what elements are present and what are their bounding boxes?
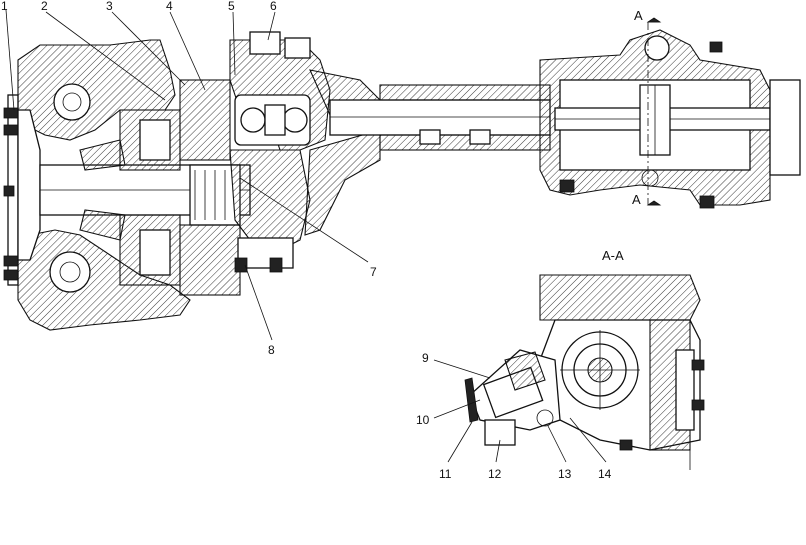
bolt-head [3,255,19,267]
callout-8: 8 [268,343,275,357]
side-bearing [675,349,695,431]
section-mark-bottom: A [632,192,641,207]
tube-wall-lower [379,134,551,151]
callout-14: 14 [598,467,612,481]
leader-lines [5,9,607,463]
tapered-bearing-upper [79,139,126,171]
callout-10: 10 [416,413,430,427]
knuckle-lower [229,149,311,251]
callout-2: 2 [41,0,48,13]
bolt-head [3,185,15,197]
main-section-view [3,17,801,331]
callout-4: 4 [166,0,173,13]
gear-block-lower [179,224,241,296]
callout-1: 1 [1,0,8,13]
bearing-ring-lower [49,251,91,293]
section-mark-top: A [634,8,643,23]
callout-6: 6 [270,0,277,13]
section-a-a-view [464,274,705,470]
gear-block-upper [179,79,231,161]
bolt-head [3,124,19,136]
section-housing-top [539,274,701,321]
callout-11: 11 [439,467,452,481]
hub-face [17,109,41,261]
callout-9: 9 [422,351,429,365]
callout-7: 7 [370,265,377,279]
kingpin-cap [249,31,281,55]
bolt-head [3,107,19,119]
callout-3: 3 [106,0,113,13]
lifting-eye [644,35,670,61]
input-flange [464,377,479,423]
tube-wall-upper [379,84,551,101]
cover-plate [769,79,801,176]
tapered-bearing-lower [79,209,126,241]
section-view-title: A-A [602,248,624,263]
callout-12: 12 [488,467,502,481]
callout-13: 13 [558,467,572,481]
axle-tube [329,99,551,136]
tube-flare-lower [304,129,381,236]
callout-5: 5 [228,0,235,13]
bearing-ring-upper [53,83,91,121]
bolt-head [3,269,19,281]
